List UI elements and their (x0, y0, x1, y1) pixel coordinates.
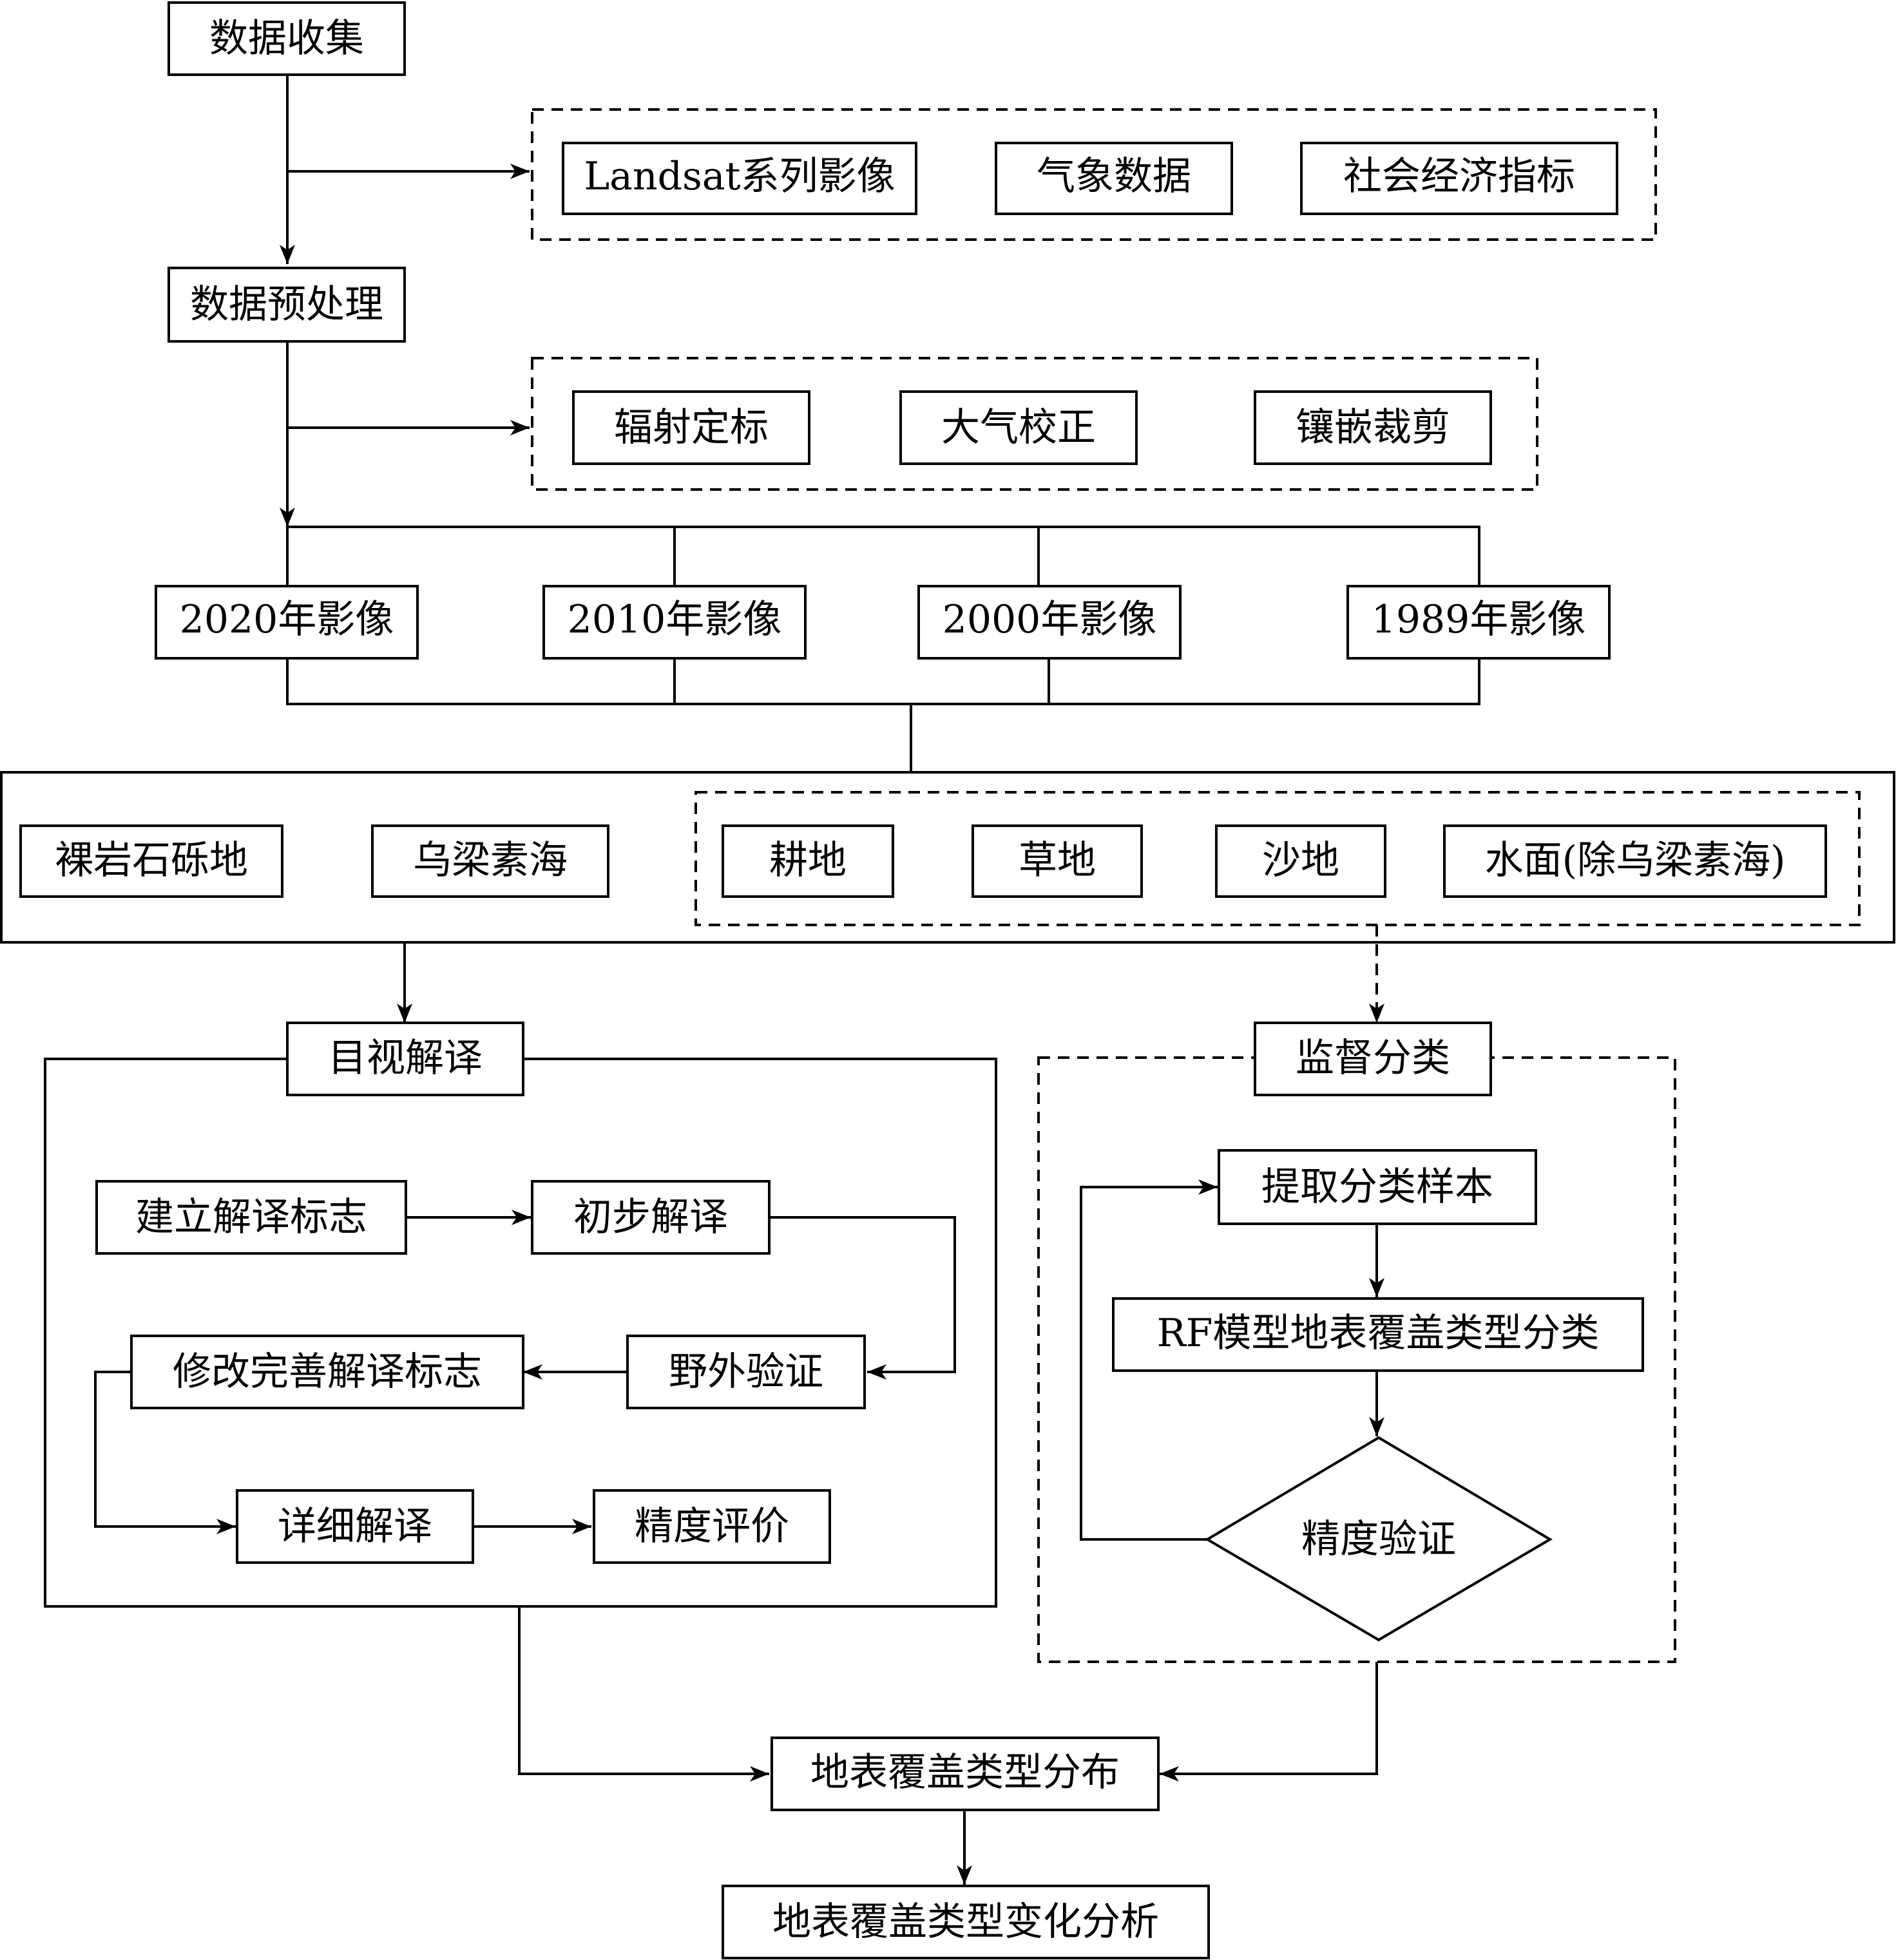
node-distribution-label: 地表覆盖类型分布 (810, 1750, 1120, 1795)
node-data-collection-label: 数据收集 (209, 16, 364, 61)
node-socioeconomic-label: 社会经济指标 (1343, 154, 1575, 199)
connector-year-bus-bottom (286, 658, 1480, 705)
node-initial-label: 初步解译 (573, 1195, 728, 1240)
land-cover-classes-group (0, 771, 1895, 944)
node-field-label: 野外验证 (669, 1349, 823, 1394)
node-accuracy-check-label: 精度验证 (1301, 1517, 1456, 1562)
connector-revise-detailed (94, 1371, 236, 1534)
node-preprocess-label: 数据预处理 (190, 282, 383, 327)
node-grassland: 草地 (972, 824, 1143, 898)
node-precision-eval-label: 精度评价 (635, 1504, 789, 1549)
node-preprocess: 数据预处理 (168, 267, 406, 343)
node-bare-rock: 裸岩石砾地 (19, 824, 283, 898)
node-field: 野外验证 (626, 1335, 866, 1409)
node-accuracy-check: 精度验证 (1205, 1436, 1553, 1642)
node-bare-rock-label: 裸岩石砾地 (55, 838, 248, 883)
node-img2010: 2010年影像 (542, 585, 807, 660)
visual-interpretation-frame (44, 1058, 997, 1608)
connector-check-samples (1080, 1179, 1218, 1541)
connector-supervised-distribution (1160, 1662, 1378, 1782)
node-img1989: 1989年影像 (1346, 585, 1611, 660)
node-wuliangsuhai-label: 乌梁素海 (413, 838, 568, 883)
node-radiometric: 辐射定标 (572, 390, 810, 465)
node-img2000-label: 2000年影像 (943, 597, 1157, 642)
node-revise-label: 修改完善解译标志 (173, 1349, 482, 1394)
node-img2020: 2020年影像 (155, 585, 419, 660)
preprocess-steps-group (531, 357, 1538, 491)
node-img2010-label: 2010年影像 (568, 597, 782, 642)
node-img2000: 2000年影像 (917, 585, 1182, 660)
node-sandland-label: 沙地 (1262, 838, 1339, 883)
node-detailed: 详细解译 (236, 1489, 474, 1564)
node-atmospheric: 大气校正 (899, 390, 1138, 465)
node-samples: 提取分类样本 (1218, 1149, 1537, 1225)
node-grassland-label: 草地 (1019, 838, 1096, 883)
node-distribution: 地表覆盖类型分布 (771, 1736, 1160, 1811)
node-weather-label: 气象数据 (1037, 154, 1191, 199)
supervised-classes-group (694, 791, 1861, 926)
node-water: 水面(除乌梁素海) (1443, 824, 1827, 898)
node-supervised-label: 监督分类 (1296, 1036, 1450, 1081)
node-mosaic-label: 镶嵌裁剪 (1296, 405, 1450, 450)
node-weather: 气象数据 (995, 142, 1233, 215)
node-samples-label: 提取分类样本 (1261, 1165, 1493, 1210)
connector-initial-field (769, 1216, 956, 1380)
node-change-analysis: 地表覆盖类型变化分析 (722, 1885, 1210, 1959)
node-water-label: 水面(除乌梁素海) (1485, 838, 1786, 883)
node-rf-model: RF模型地表覆盖类型分类 (1112, 1297, 1644, 1372)
node-farmland-label: 耕地 (769, 838, 847, 883)
node-build-sign: 建立解译标志 (95, 1180, 407, 1255)
connector-visual-distribution (518, 1606, 769, 1782)
node-mosaic: 镶嵌裁剪 (1254, 390, 1492, 465)
node-landsat-label: Landsat系列影像 (584, 154, 895, 199)
node-data-collection: 数据收集 (168, 1, 406, 76)
node-img1989-label: 1989年影像 (1372, 597, 1586, 642)
node-radiometric-label: 辐射定标 (614, 405, 769, 450)
node-wuliangsuhai: 乌梁素海 (371, 824, 609, 898)
node-landsat: Landsat系列影像 (562, 142, 917, 215)
node-initial: 初步解译 (531, 1180, 771, 1255)
node-supervised: 监督分类 (1254, 1022, 1492, 1096)
node-farmland: 耕地 (722, 824, 894, 898)
node-rf-model-label: RF模型地表覆盖类型分类 (1157, 1311, 1600, 1356)
node-precision-eval: 精度评价 (593, 1489, 831, 1564)
node-socioeconomic: 社会经济指标 (1300, 142, 1618, 215)
node-change-analysis-label: 地表覆盖类型变化分析 (772, 1899, 1159, 1945)
node-img2020-label: 2020年影像 (180, 597, 394, 642)
node-detailed-label: 详细解译 (278, 1504, 432, 1549)
data-sources-group (531, 108, 1657, 241)
node-build-sign-label: 建立解译标志 (135, 1195, 367, 1240)
node-atmospheric-label: 大气校正 (941, 405, 1096, 450)
connectors (94, 75, 1480, 1885)
node-sandland: 沙地 (1215, 824, 1386, 898)
connector-year-bus-top (286, 526, 1480, 586)
node-visual-label: 目视解译 (328, 1036, 483, 1081)
node-visual: 目视解译 (286, 1022, 524, 1096)
node-revise: 修改完善解译标志 (130, 1335, 524, 1409)
